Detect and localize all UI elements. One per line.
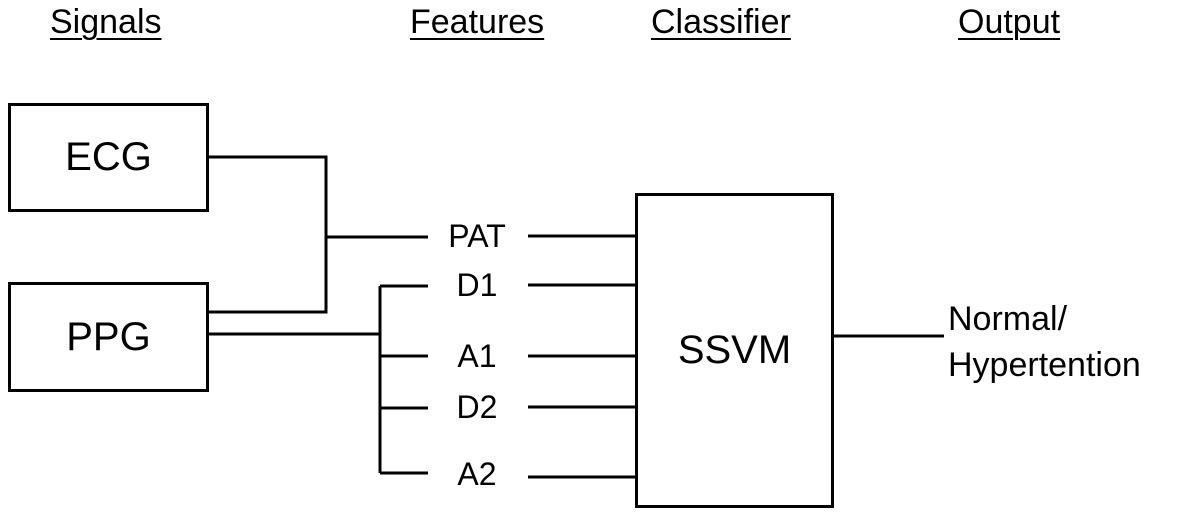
output-label-line1: Normal/ bbox=[948, 300, 1068, 338]
ppg-label: PPG bbox=[66, 314, 151, 359]
ecg-label: ECG bbox=[65, 135, 152, 179]
classifier-label: SSVM bbox=[677, 328, 792, 372]
feature-d2: D2 bbox=[456, 389, 498, 425]
feature-pat: PAT bbox=[448, 218, 506, 254]
heading-signals: Signals bbox=[50, 3, 162, 41]
heading-output: Output bbox=[958, 3, 1061, 41]
classifier-box: SSVM bbox=[635, 193, 834, 508]
feature-d1: D1 bbox=[456, 267, 498, 303]
ecg-to-pat-connector bbox=[208, 155, 328, 314]
output-label: Normal/ Hypertention bbox=[948, 296, 1141, 388]
feature-a2: A2 bbox=[457, 456, 497, 492]
ecg-box: ECG bbox=[8, 103, 209, 212]
output-label-line2: Hypertention bbox=[948, 346, 1141, 384]
ppg-box: PPG bbox=[8, 282, 209, 392]
feature-a1: A1 bbox=[457, 338, 497, 374]
heading-classifier: Classifier bbox=[651, 3, 791, 41]
heading-features: Features bbox=[410, 3, 545, 41]
